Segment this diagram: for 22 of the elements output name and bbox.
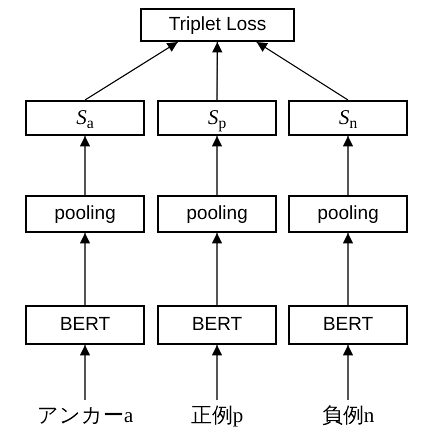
arrow — [80, 136, 90, 195]
arrow — [342, 233, 354, 305]
process-box: BERT — [288, 305, 408, 345]
process-box: S$_{n}$ — [288, 100, 408, 136]
process-box: S$_{p}$ — [157, 100, 277, 136]
arrow — [84, 41, 178, 101]
arrow — [342, 345, 354, 400]
arrow — [342, 136, 354, 195]
process-box: pooling — [25, 195, 145, 233]
process-box: Triplet Loss — [140, 8, 295, 42]
arrow — [80, 345, 90, 400]
arrow — [256, 41, 348, 101]
arrow — [212, 233, 222, 305]
process-box: BERT — [157, 305, 277, 345]
process-box: pooling — [157, 195, 277, 233]
arrow — [212, 136, 222, 195]
process-box: BERT — [25, 305, 145, 345]
arrow — [212, 42, 222, 100]
process-box: S$_{a}$ — [25, 100, 145, 136]
process-box: pooling — [288, 195, 408, 233]
arrow — [212, 345, 222, 400]
arrow — [80, 233, 90, 305]
